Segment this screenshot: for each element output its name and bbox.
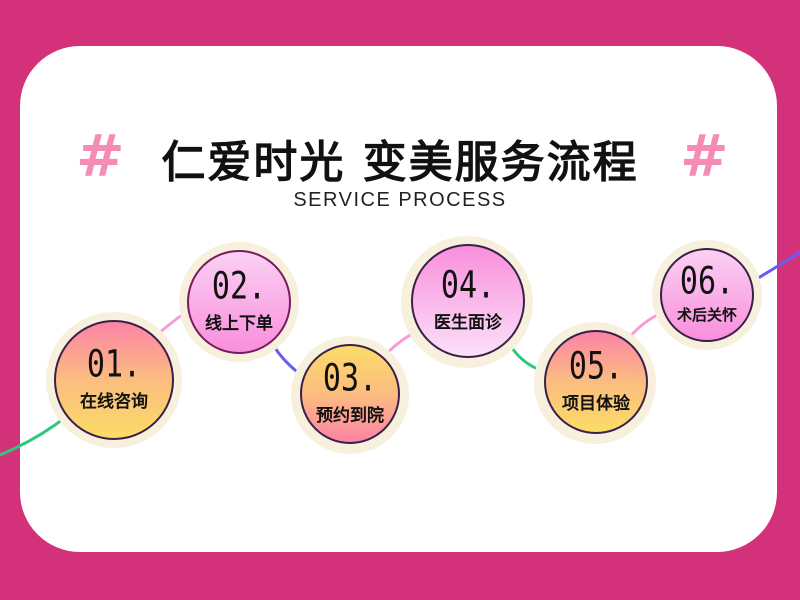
step-number: 04. bbox=[440, 263, 496, 308]
step-02: 02. 线上下单 bbox=[179, 242, 299, 362]
step-label: 线上下单 bbox=[205, 314, 273, 334]
page-title: 仁爱时光 变美服务流程 bbox=[161, 137, 639, 188]
step-label: 预约到院 bbox=[316, 406, 384, 426]
hash-left-icon: # bbox=[76, 122, 125, 190]
content-card bbox=[20, 46, 777, 552]
step-01: 01. 在线咨询 bbox=[46, 312, 182, 448]
hash-right-icon: # bbox=[680, 122, 729, 190]
step-04: 04. 医生面诊 bbox=[401, 236, 533, 368]
step-label: 医生面诊 bbox=[434, 313, 502, 333]
step-05: 05. 项目体验 bbox=[534, 322, 656, 444]
step-03: 03. 预约到院 bbox=[291, 336, 409, 454]
step-number: 02. bbox=[211, 264, 267, 309]
step-06: 06. 术后关怀 bbox=[652, 240, 762, 350]
step-number: 06. bbox=[679, 259, 735, 304]
step-number: 05. bbox=[568, 344, 624, 389]
step-label: 项目体验 bbox=[562, 394, 630, 414]
page-subtitle: SERVICE PROCESS bbox=[293, 189, 507, 211]
step-number: 01. bbox=[86, 342, 142, 387]
step-number: 03. bbox=[322, 356, 378, 401]
connector-end bbox=[754, 250, 800, 282]
step-label: 在线咨询 bbox=[80, 392, 148, 412]
step-label: 术后关怀 bbox=[676, 306, 737, 324]
